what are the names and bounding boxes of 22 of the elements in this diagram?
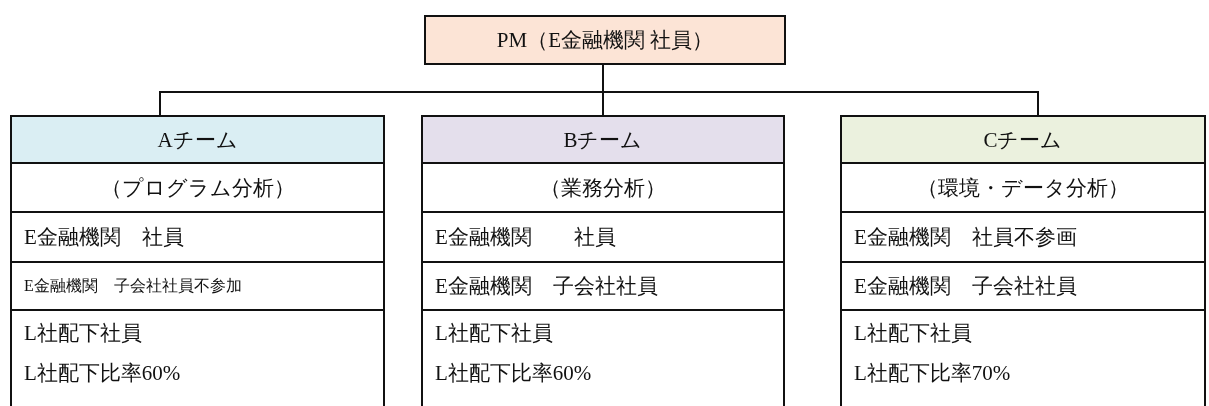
member-row: E金融機関 社員不参画: [842, 213, 1204, 263]
member-line: L社配下比率60%: [434, 360, 593, 387]
team-header: Cチーム: [842, 117, 1204, 164]
member-row: E金融機関 子会社社員: [842, 263, 1204, 311]
member-line: L社配下社員: [434, 320, 554, 347]
team-subtitle: （業務分析）: [423, 164, 783, 213]
member-line: L社配下比率60%: [23, 360, 182, 387]
manager-box: PM（E金融機関 社員）: [424, 15, 786, 65]
member-line: L社配下社員: [23, 320, 143, 347]
member-row: E金融機関 社員: [12, 213, 383, 263]
team-subtitle: （環境・データ分析）: [842, 164, 1204, 213]
team-table: [421, 115, 785, 406]
member-line: L社配下社員: [853, 320, 973, 347]
member-line: L社配下比率70%: [853, 360, 1012, 387]
team-subtitle: （プログラム分析）: [12, 164, 383, 213]
member-row: E金融機関 子会社社員: [423, 263, 783, 311]
team-header: Bチーム: [423, 117, 783, 164]
team-header: Aチーム: [12, 117, 383, 164]
member-row: E金融機関 子会社社員不参加: [12, 263, 383, 311]
team-table: [840, 115, 1206, 406]
team-table: [10, 115, 385, 406]
member-row: E金融機関 社員: [423, 213, 783, 263]
